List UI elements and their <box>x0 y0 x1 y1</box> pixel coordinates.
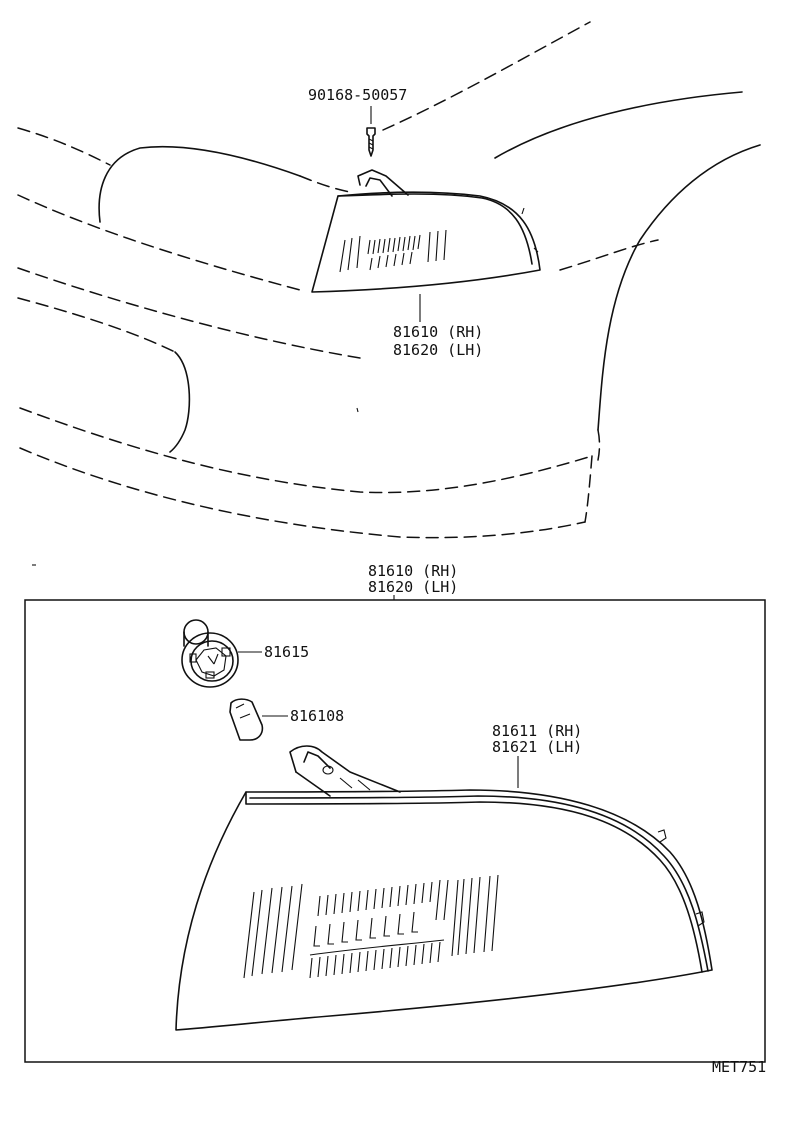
assembly-part-rh: 81610 (RH) <box>368 562 458 580</box>
lens-part-lh: 81621 (LH) <box>492 738 582 756</box>
screw-part-number: 90168-50057 <box>308 86 407 104</box>
socket-part-number: 81615 <box>264 643 309 661</box>
bulb <box>229 698 264 741</box>
assembly-part-lh: 81620 (LH) <box>368 578 458 596</box>
assembly-frame <box>24 599 766 1063</box>
lens-part-rh: 81611 (RH) <box>492 722 582 740</box>
screw-part <box>366 127 376 157</box>
lamp-lens <box>175 745 713 1031</box>
lamp-top-part-lh: 81620 (LH) <box>393 341 483 359</box>
car-body-outline <box>17 21 761 566</box>
lamp-top-part-rh: 81610 (RH) <box>393 323 483 341</box>
bulb-part-number: 816108 <box>290 707 344 725</box>
illustration-code: MET751 <box>712 1058 766 1076</box>
bulb-socket <box>181 619 239 688</box>
corner-lamp-small <box>311 169 541 293</box>
